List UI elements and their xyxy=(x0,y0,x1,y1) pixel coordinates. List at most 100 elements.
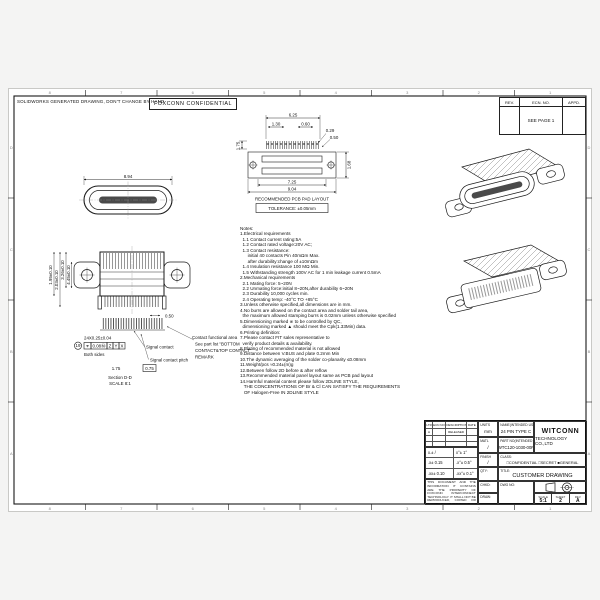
draw-cell: DRAW: xyxy=(478,493,498,505)
grid-ref-label: A xyxy=(9,450,13,456)
grid-ref-label: C xyxy=(587,246,591,252)
iso1-ear-right xyxy=(536,163,565,185)
tolerance-linear: .x± 0.15 xyxy=(426,458,455,468)
pcb-pads-row xyxy=(266,141,320,149)
ecn-row xyxy=(426,441,477,447)
revision-note-box: REV. ECN. NO. APPD. SEE PAGE 1 xyxy=(499,97,586,135)
grid-ref-label: 5 xyxy=(263,505,266,511)
pitch-dim: 0.50 xyxy=(165,314,174,319)
note-line: 13.Recommended material panel layout sam… xyxy=(240,373,374,379)
draw-value xyxy=(479,498,497,504)
grid-ref-label: 4 xyxy=(334,89,337,95)
fcf-symbol: ⌖ xyxy=(86,344,89,349)
finish-label: FINISH xyxy=(480,454,491,459)
dim-w2: 9.04 xyxy=(288,186,297,191)
scale-sheet-rev-row: SCALE 5:1 SHEET 2 REV A xyxy=(534,493,587,505)
functional-area-line2: See part list "BOTTOM xyxy=(195,342,240,347)
functional-area-line3: CONTACT&TOP CONTACT" xyxy=(195,348,252,353)
ecn-header-cell: LTR xyxy=(426,422,434,428)
functional-area-line4: REMARK xyxy=(195,355,214,360)
sheet-frame xyxy=(8,90,592,510)
ecn-cell xyxy=(426,436,434,441)
front-view: 8.94 xyxy=(79,174,177,219)
matl-label: MATL xyxy=(480,438,489,443)
dwg-no-value xyxy=(499,486,533,504)
note-line: 12.Between follow 2D before & after refl… xyxy=(240,367,328,373)
tolerance-linear: .xx± 0.10 xyxy=(426,468,455,478)
name-label: NAME(INTENDED USE) xyxy=(500,422,534,427)
tolerance-angular: .xx°± 0.1° xyxy=(456,470,474,476)
dim-front-width: 8.94 xyxy=(124,174,133,179)
grid-ref-label: 2 xyxy=(477,505,480,511)
grid-ref-label: 7 xyxy=(120,505,123,511)
ecn-row xyxy=(426,436,477,442)
drawing-title: CUSTOMER DRAWING xyxy=(512,473,573,479)
dim-top: 6.25 xyxy=(289,113,298,118)
note-line: after durability:change of ±10mΩm xyxy=(240,258,318,264)
contacts-dim: 24X0.25±0.04 xyxy=(84,336,112,341)
fcf-datum-3: X xyxy=(121,343,124,348)
revbox-header: REV. ECN. NO. APPD. xyxy=(500,98,585,107)
grid-ref-label: 1 xyxy=(549,89,552,95)
signal-contact-label: Signal contact xyxy=(146,345,174,350)
grid-ref-label: 3 xyxy=(406,505,409,511)
grid-ref-label: 3 xyxy=(406,89,409,95)
grid-ref-label: B xyxy=(587,348,591,354)
confidential-stamp: FOXCONN CONFIDENTIAL xyxy=(149,98,237,110)
rev-cell: REV A xyxy=(570,494,586,505)
dim-d: 0.50 xyxy=(330,135,339,140)
tolerance-row: .xx± 0.10 .xx°± 0.1° xyxy=(426,468,477,478)
projection-cell xyxy=(534,481,587,493)
note-line: 1.5 Withstanding strength 100V AC for 1 … xyxy=(240,269,381,275)
pcb-slot-bottom xyxy=(261,167,323,175)
grid-ref-label: D xyxy=(9,144,13,150)
note-line: 1.3 Contact resistance: xyxy=(240,247,290,253)
tolerance-row: x.± / x°± 1° xyxy=(426,448,477,459)
contact-pins xyxy=(102,318,163,329)
scale-label: SCALE xyxy=(538,494,548,499)
chkd-cell: CHKD: xyxy=(478,481,498,493)
signal-pitch-label: Signal contact pitch xyxy=(150,358,189,363)
dim-w1: 7.25 xyxy=(288,179,297,184)
sheet-value: 2 xyxy=(559,498,562,504)
grid-ref-label: D xyxy=(587,144,591,150)
note-line: dimensioning marked ▲ should meet the Cp… xyxy=(240,324,367,330)
draw-label: DRAW: xyxy=(480,494,491,499)
note-line: 10.The dynamic averaging of the solder c… xyxy=(240,356,367,362)
pcb-caption: RECOMMENDED PCB PAD LAYOUT xyxy=(255,197,329,202)
side-section-view: 1.95±0.10 2.03±0.10 3.26±0.10 4.45±0.10 xyxy=(48,246,191,314)
matl-value: / xyxy=(487,444,489,450)
tolerance-table: x.± / x°± 1° .x± 0.15 .x°± 0.5° .xx± 0.1… xyxy=(425,447,478,479)
ecn-cell xyxy=(467,442,477,447)
qty-value xyxy=(479,472,497,480)
grid-ref-label: 6 xyxy=(191,89,194,95)
revbox-col-appd: APPD. xyxy=(567,99,580,105)
units-label: UNITS xyxy=(480,422,491,427)
scale-value: 5:1 xyxy=(539,498,547,504)
dim-a: 1.30 xyxy=(272,122,281,127)
class-label: CLASS: xyxy=(500,454,512,459)
note-line: 9.Distance between V.BUS and plate 0.2mm… xyxy=(240,351,340,357)
chkd-value xyxy=(479,486,497,492)
company-cell: WITCONN TECHNOLOGY CO.,LTD xyxy=(534,421,587,453)
note-line: OF Halogen-Free IN 2DLINE STYLE xyxy=(240,389,319,395)
notes-block: Notes:1.Electrical requirements 1.1 Cont… xyxy=(240,226,400,395)
third-angle-projection-icon xyxy=(545,482,573,492)
both-sides-label: Both sides xyxy=(84,352,105,357)
name-cell: NAME(INTENDED USE) 24 PIN TYPE C xyxy=(498,421,534,437)
grid-ref-label: 8 xyxy=(48,89,51,95)
part-no-label: PART NO(INTENDED USE) xyxy=(500,438,533,443)
proprietary-notice: THIS DOCUMENT AND THE INFORMATION IT CON… xyxy=(425,479,478,505)
sheet-cell: SHEET 2 xyxy=(552,494,570,504)
section-label: Section D-D xyxy=(108,375,132,380)
note-line: THE CONCENTRATIONS OF Br & Cl CAN SATISF… xyxy=(240,384,401,390)
note-line: 6.Printing definition: xyxy=(240,329,281,335)
note-line: 2.1 Mating force: 5~20N xyxy=(240,280,292,286)
name-value: 24 PIN TYPE C xyxy=(500,428,532,434)
note-line: 1.2 Contact rated voltage:20V AC; xyxy=(240,242,313,248)
ecn-cell xyxy=(467,429,477,435)
iso2-ear-right xyxy=(539,259,567,281)
